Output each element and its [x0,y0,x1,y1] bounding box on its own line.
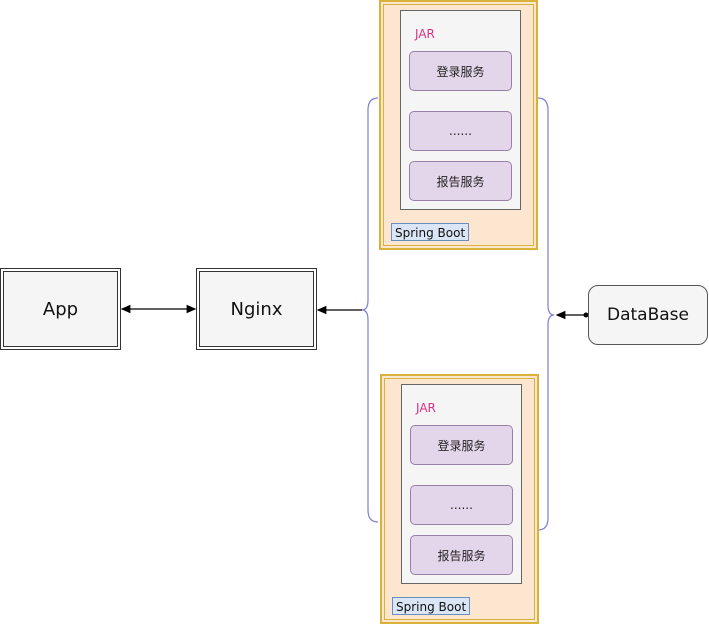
nginx-label: Nginx [230,298,283,320]
app-node[interactable]: App [0,268,121,350]
database-connector-dot [583,312,589,318]
login-service-2[interactable]: 登录服务 [410,425,513,465]
spring-boot-label-2: Spring Boot [392,597,471,615]
spring-boot-container-2[interactable]: JAR 登录服务 ...... 报告服务 Spring Boot [380,374,539,624]
spring-boot-label-1: Spring Boot [391,223,470,241]
left-bracket [361,97,379,523]
jar-container-1: JAR 登录服务 ...... 报告服务 [400,10,521,210]
spring-boot-container-1[interactable]: JAR 登录服务 ...... 报告服务 Spring Boot [379,0,538,250]
report-service-2[interactable]: 报告服务 [410,535,513,575]
jar-label-2: JAR [416,401,436,415]
jar-label-1: JAR [415,27,435,41]
database-node[interactable]: DataBase [588,285,708,345]
nginx-node[interactable]: Nginx [196,268,317,350]
right-bracket [537,97,555,531]
ellipsis-service-1[interactable]: ...... [409,111,512,151]
login-service-1[interactable]: 登录服务 [409,51,512,91]
ellipsis-service-2[interactable]: ...... [410,485,513,525]
report-service-1[interactable]: 报告服务 [409,161,512,201]
database-label: DataBase [607,305,689,325]
jar-container-2: JAR 登录服务 ...... 报告服务 [401,384,522,584]
app-label: App [42,298,79,320]
